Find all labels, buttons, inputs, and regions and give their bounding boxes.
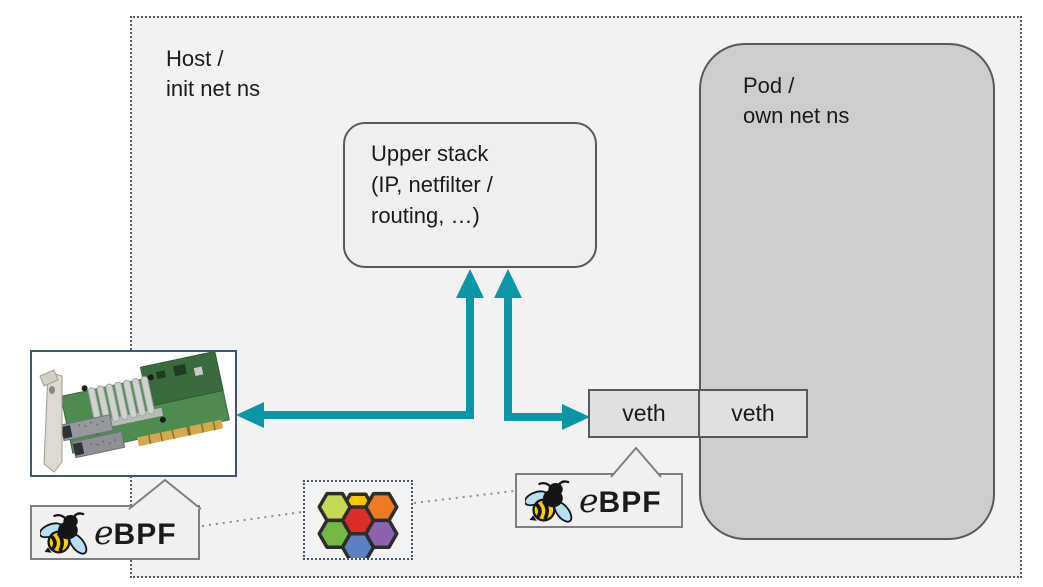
nic-photo: [30, 350, 237, 477]
hex-center: [340, 505, 376, 536]
hexagon-cluster-icon: [317, 491, 399, 558]
host-netns-label: Host / init net ns: [166, 46, 261, 101]
ebpf-bpf-glyph: BPF: [598, 486, 662, 519]
ebpf-veth-callout: e BPF: [515, 446, 683, 528]
hex-bottom: [340, 532, 376, 558]
pod-netns-label: Pod / own net ns: [743, 73, 850, 128]
upper-stack-label: Upper stack (IP, netfilter / routing, …): [371, 141, 493, 228]
nic-bracket: [39, 369, 63, 473]
ebpf-bee-icon: [40, 511, 88, 555]
ebpf-nic-callout: e BPF: [30, 478, 202, 560]
ebpf-wordmark: e BPF: [94, 513, 177, 552]
callout-pointer-icon: [128, 478, 202, 510]
pod-netns-box: Pod / own net ns: [699, 43, 995, 540]
veth-host-box: veth: [588, 389, 700, 438]
nic-card-icon: [39, 350, 230, 473]
hexagon-cluster-box: [303, 480, 413, 560]
veth-pod-label: veth: [731, 400, 775, 426]
ebpf-bpf-glyph: BPF: [113, 518, 177, 551]
ebpf-e-glyph: e: [94, 513, 114, 552]
veth-host-label: veth: [622, 400, 666, 426]
ebpf-wordmark: e BPF: [579, 481, 662, 520]
veth-pod-box: veth: [698, 389, 808, 438]
ebpf-bee-icon: [525, 479, 573, 523]
upper-stack-box: Upper stack (IP, netfilter / routing, …): [343, 122, 597, 268]
callout-pointer-icon: [610, 446, 662, 478]
ebpf-e-glyph: e: [579, 481, 599, 520]
